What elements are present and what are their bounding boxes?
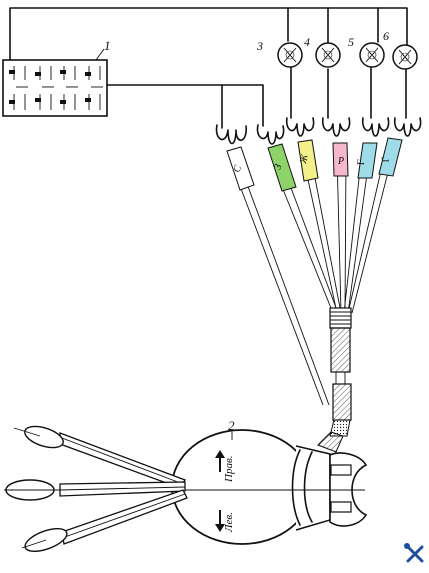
lamp-6-callout: 6 xyxy=(383,29,389,43)
wire-letter-3: Ж xyxy=(298,153,311,166)
yellow-sleeve xyxy=(297,139,319,182)
sleeve-letters: С З Ж Р Г Г xyxy=(231,153,392,174)
lamp-6 xyxy=(392,44,418,70)
fuse-block-leader xyxy=(95,48,105,61)
terminals xyxy=(215,117,422,145)
wire-letter-5: Г xyxy=(356,159,368,167)
lamp-5 xyxy=(359,42,385,68)
wire-fan xyxy=(231,144,396,406)
terminal-2 xyxy=(256,124,285,145)
lamp-3 xyxy=(277,42,303,68)
terminal-3 xyxy=(285,117,315,137)
fuse-to-switch-wire-2 xyxy=(221,84,264,127)
terminal-4 xyxy=(321,117,351,137)
switch-body xyxy=(171,429,368,545)
fuse-block-callout: 1 xyxy=(104,38,111,53)
pink-sleeve xyxy=(332,142,349,177)
fuse-to-switch-wire xyxy=(106,84,223,129)
lamp-5-callout: 5 xyxy=(348,35,354,49)
lamp-3-callout: 3 xyxy=(256,39,263,53)
green-sleeve xyxy=(267,143,297,192)
left-label: Лев. xyxy=(223,512,235,533)
direction-left: Лев. xyxy=(215,510,235,533)
top-bus-wire xyxy=(9,7,408,61)
lever-up xyxy=(13,425,186,489)
top-wiring xyxy=(9,7,408,129)
terminal-6 xyxy=(393,117,422,137)
lamp-4 xyxy=(315,42,341,68)
wrench-icon xyxy=(404,543,424,563)
blue-sleeve-1 xyxy=(357,142,378,179)
wire-letter-1: С xyxy=(231,164,244,174)
direction-right: Прав. xyxy=(215,450,235,483)
terminal-1 xyxy=(215,124,247,145)
wire-letter-2: З xyxy=(272,163,284,171)
lever-middle xyxy=(4,479,186,501)
terminal-5 xyxy=(361,117,390,137)
switch-callout: 2 xyxy=(228,418,235,433)
wire-letter-6: Г xyxy=(380,156,392,165)
wire-sleeves xyxy=(226,137,403,192)
blue-sleeve-2 xyxy=(378,137,403,177)
lever-down xyxy=(21,489,188,553)
wire-harness xyxy=(329,307,352,437)
lamp-4-callout: 4 xyxy=(304,35,310,49)
fuse-block xyxy=(2,59,108,117)
wire-letter-4: Р xyxy=(337,156,344,167)
right-label: Прав. xyxy=(223,456,235,483)
